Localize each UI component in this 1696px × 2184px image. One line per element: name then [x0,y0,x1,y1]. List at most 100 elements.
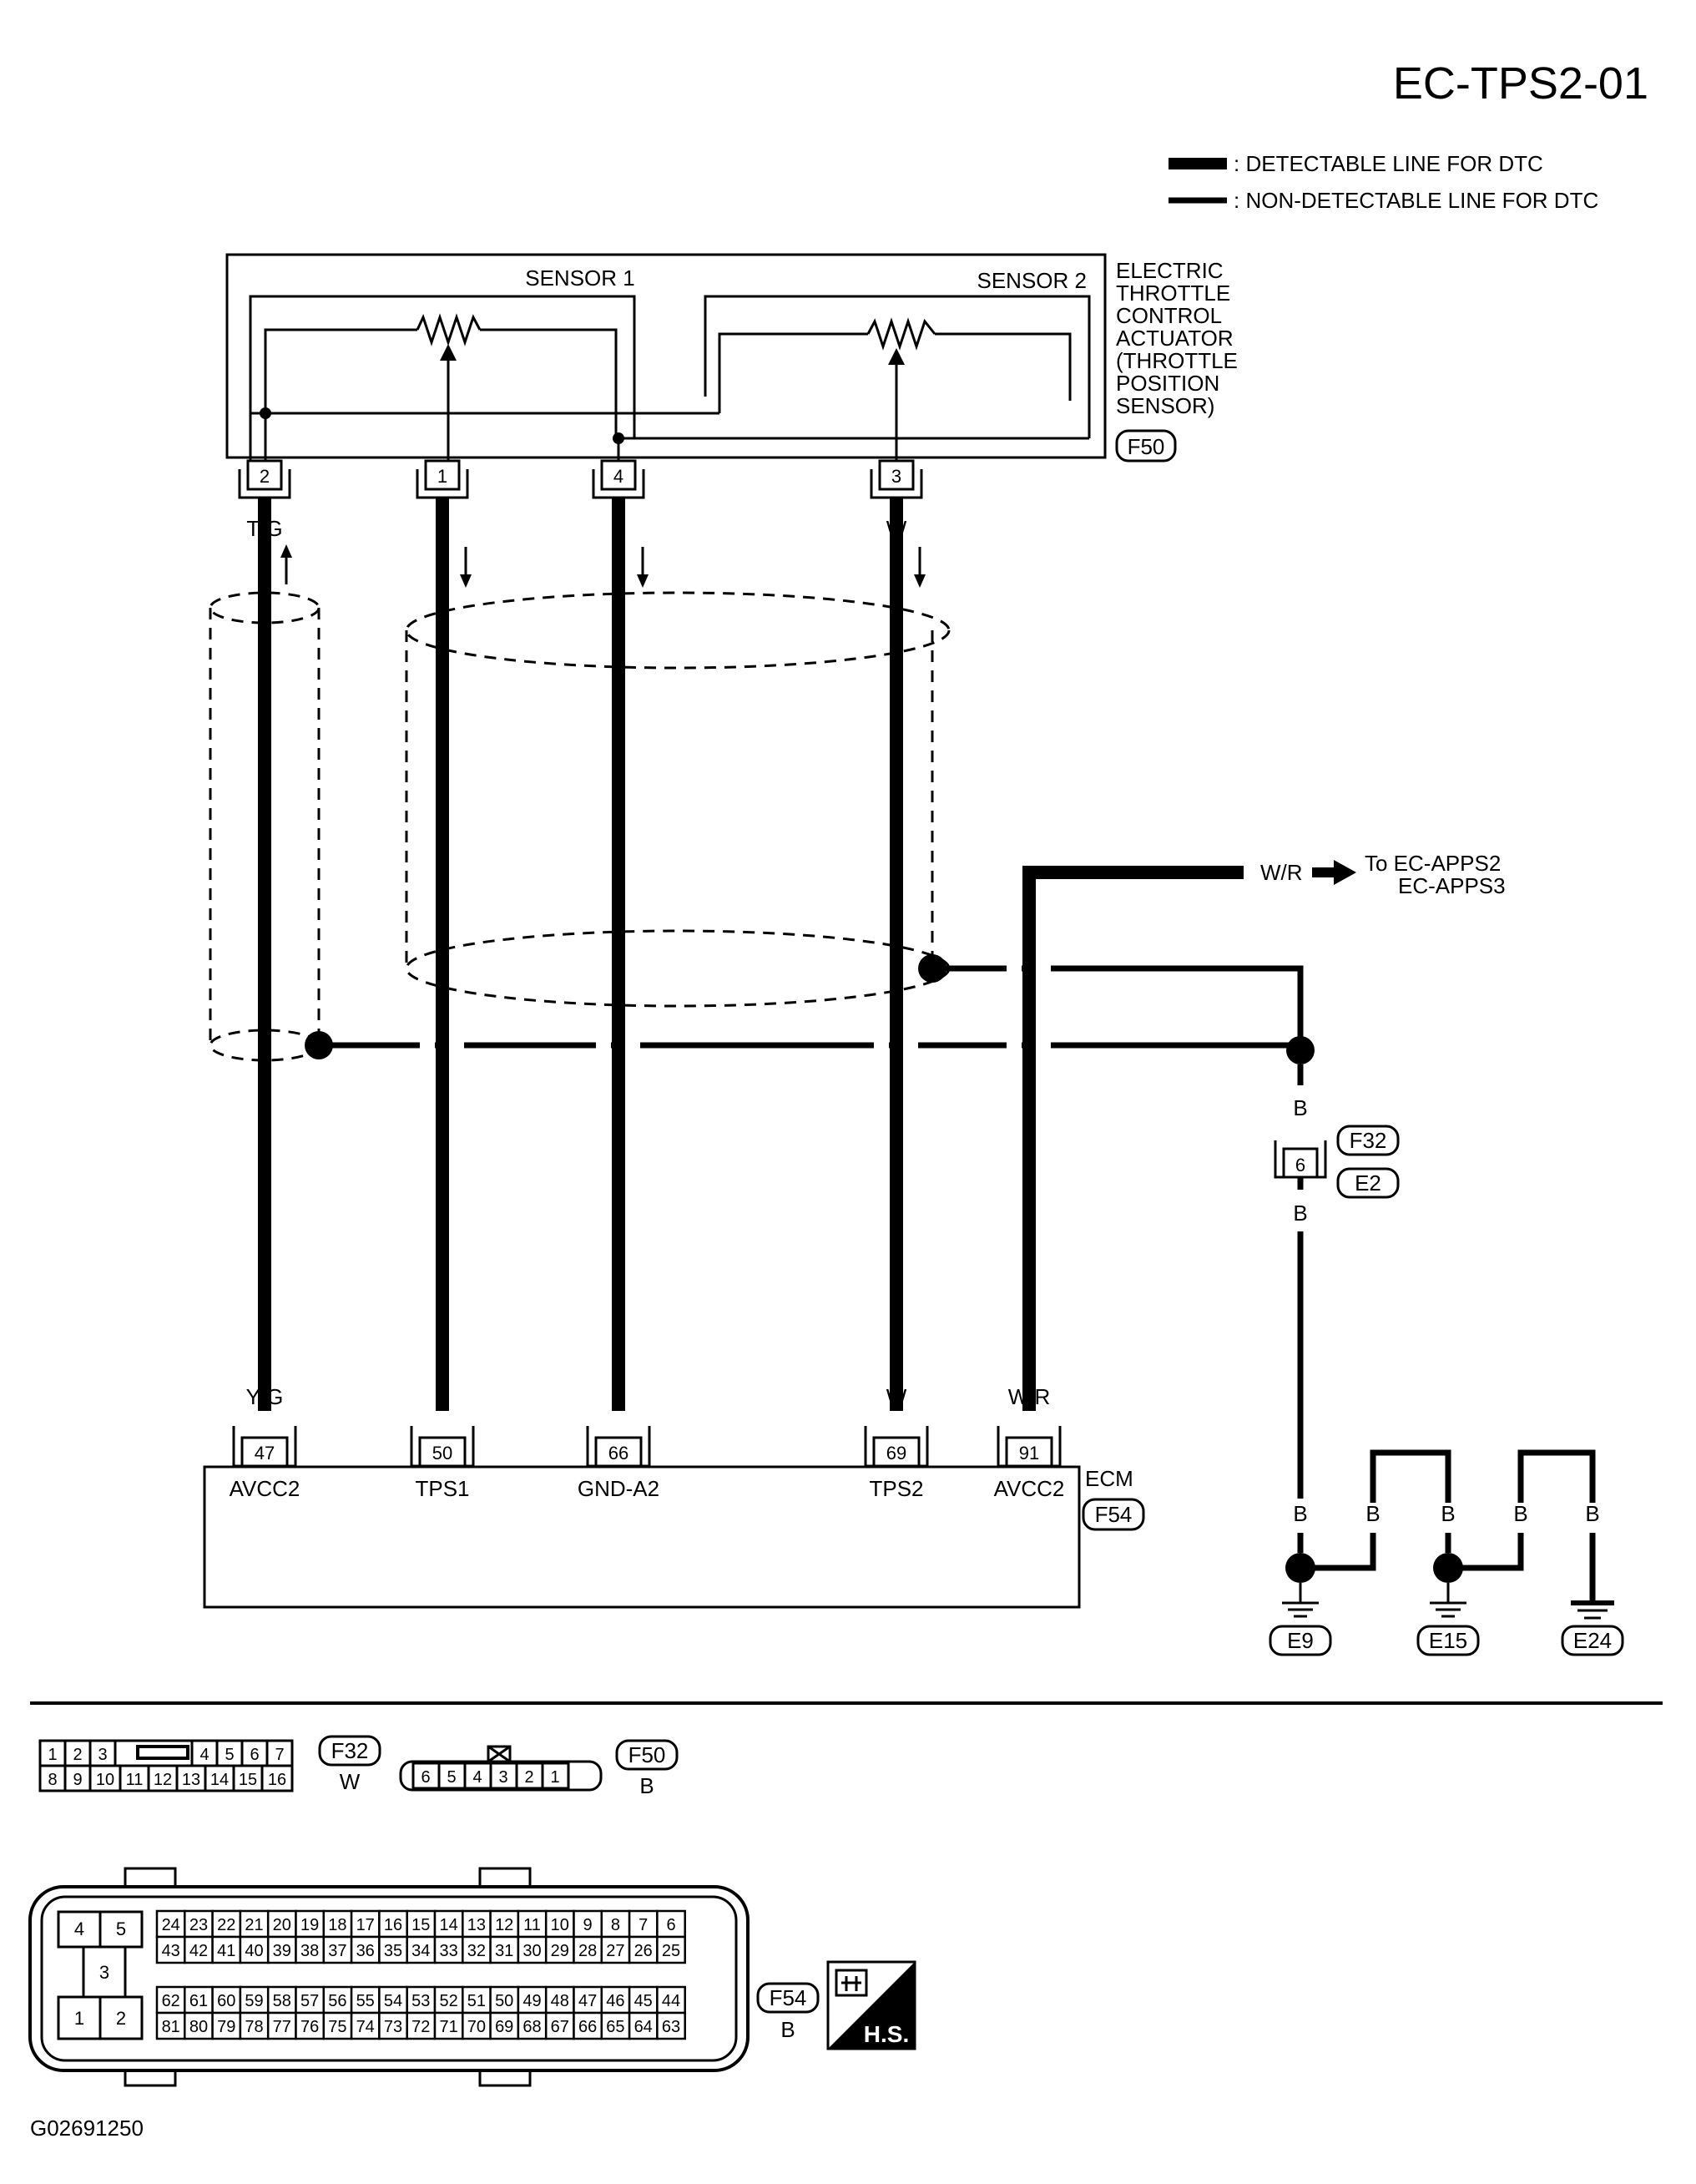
pin-cell [600,1935,631,1964]
pin-number: 2 [116,2008,126,2029]
pin-number: 47 [578,1992,597,2010]
pin-number: 61 [189,1992,208,2010]
legend: : DETECTABLE LINE FOR DTC : NON-DETECTAB… [1169,151,1598,213]
pin-cell [184,1935,214,1964]
connector-face-f50: 6 5 4 3 2 1 F50 B [399,1739,679,1798]
pin-number: 6 [1295,1155,1305,1175]
pin-number: 49 [522,1992,541,2010]
ground-id-e24: E24 [1573,1628,1612,1653]
pin-number: 36 [356,1942,375,1960]
pin-number: 2 [73,1746,82,1764]
wire-color-label: B [1441,1501,1455,1526]
branch-to-apps: W/R To EC-APPS2 EC-APPS3 [1260,851,1506,898]
wire-wr [1022,866,1244,1411]
actuator-name-line: ACTUATOR [1116,326,1234,351]
direction-arrows [280,544,926,588]
pin-number: 14 [210,1771,229,1789]
pin-cell [489,2011,520,2040]
ground-symbol-icon [1282,1601,1319,1618]
pin-number: 11 [523,1916,541,1934]
ecm-pin-47: Y/G 47 AVCC2 [230,1384,300,1501]
sensor2-resistor-icon [866,317,936,351]
wire-color-label: R [611,1384,627,1409]
pin-cell [378,1935,408,1964]
down-arrow-icon [637,574,649,588]
pin-number: 42 [189,1942,208,1960]
pin-number: 28 [578,1942,597,1960]
pin-number: 1 [550,1768,559,1787]
wire-color-label: Y/G [246,1384,284,1409]
pin-number: 22 [217,1916,235,1934]
pin-number: 23 [189,1916,208,1934]
pin-number: 62 [162,1992,180,2010]
pin-number: 2 [524,1768,533,1787]
connector-id: F54 [770,1985,807,2010]
pin-number: 76 [300,2018,319,2036]
ecm-terminal-label: AVCC2 [994,1476,1065,1501]
shield-drain-wires [242,954,1315,1064]
pin-number: 7 [639,1916,648,1934]
wire-color-label: W [886,1384,907,1409]
pin-number: 12 [495,1916,513,1934]
connector-id: F50 [628,1742,666,1767]
shield-right [405,591,951,1008]
pin-number: 69 [886,1443,906,1464]
pin-number: 67 [551,2018,569,2036]
pin-number: 60 [217,1992,235,2010]
wire-color-label: B [1293,1095,1307,1120]
pin-number: 68 [522,2018,541,2036]
actuator-name-line: POSITION [1116,371,1219,396]
pin-number: 1 [74,2008,84,2029]
pin-cell [155,1935,186,1964]
pin-number: 11 [126,1771,144,1789]
pin-number: 27 [606,1942,624,1960]
pin-number: 40 [245,1942,263,1960]
pin-number: 10 [551,1916,569,1934]
pin-cell [656,1935,686,1964]
pin-number: 66 [608,1443,628,1464]
pin-number: 51 [467,1992,486,2010]
branch-destination-line2: EC-APPS3 [1398,873,1506,898]
sensor1-wiper-arrow-icon [440,344,457,361]
pin-number: 48 [551,1992,569,2010]
wire-color-label: B [1293,1201,1307,1226]
pin-number: 18 [328,1916,346,1934]
pin-number: 13 [182,1771,200,1789]
pin-number: 6 [421,1768,430,1787]
pin-number: 72 [411,2018,430,2036]
pin-cell [656,1985,686,2015]
sensor2-wiper-arrow-icon [888,348,905,365]
pin-number: 4 [613,466,623,487]
connector-color: B [639,1773,654,1798]
ecm-unit: ECM F54 [203,1465,1145,1609]
sensor1-resistor-icon [416,313,482,346]
pin-number: 66 [578,2018,597,2036]
pin-number: 19 [300,1916,319,1934]
shield-splice-dot [918,954,946,983]
legend-detectable-label: : DETECTABLE LINE FOR DTC [1234,151,1543,176]
pin-number: 38 [300,1942,319,1960]
right-arrow-icon [1334,860,1356,885]
ecm-pin-69: W 69 TPS2 [864,1384,929,1501]
latch-icon [136,1745,189,1760]
pin-number: 26 [634,1942,653,1960]
pin-number: 91 [1019,1443,1039,1464]
pin-number: 5 [116,1919,126,1939]
pin-cell [155,2011,186,2040]
pin-number: 71 [439,2018,457,2036]
wire-color-label: B [1365,1501,1380,1526]
pin-number: 78 [245,2018,263,2036]
pin-number: 6 [250,1746,259,1764]
pin-number: 4 [199,1746,209,1764]
pin-number: 2 [260,466,270,487]
pin-number: 9 [583,1916,593,1934]
ground-splice-dot [1433,1553,1463,1583]
pin-number: 20 [273,1916,291,1934]
pin-cell [406,1935,437,1964]
pin-number: 33 [439,1942,457,1960]
pin-number: 6 [666,1916,675,1934]
actuator-name-line: SENSOR) [1116,393,1214,418]
pin-number: 24 [162,1916,180,1934]
pin-number: 31 [495,1942,513,1960]
